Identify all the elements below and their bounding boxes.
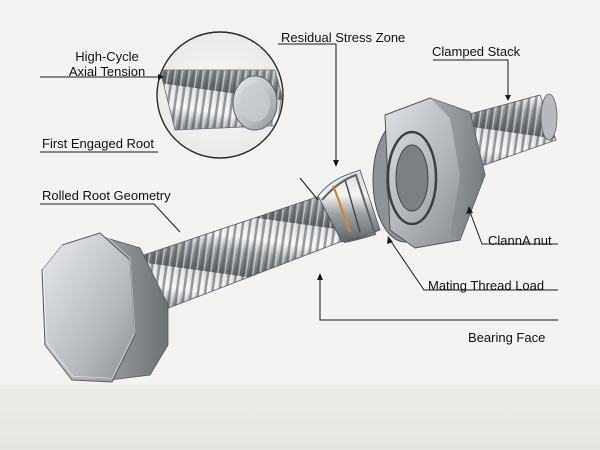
leader-stress-curve (299, 177, 319, 201)
label-rolled-root: Rolled Root Geometry (42, 188, 171, 203)
label-clamp-nut: ClannA nut (488, 233, 552, 248)
leader-rolled-root (40, 203, 181, 233)
clamp-nut (372, 97, 486, 249)
stress-zone-section (317, 169, 381, 243)
bolt-tail (454, 93, 558, 171)
bolt-shank (134, 195, 346, 313)
label-bearing-face: Bearing Face (468, 330, 546, 345)
leader-bearing-face (319, 280, 558, 321)
leader-clamp-nut (469, 211, 558, 245)
label-mating-thread: Mating Thread Load (428, 278, 545, 293)
label-clamped-stack: Clamped Stack (432, 44, 521, 59)
stress-highlight-band (332, 185, 352, 233)
bolt-hex-head (41, 231, 169, 383)
magnifier-inset (156, 31, 284, 159)
label-residual-stress: Residual Stress Zone (281, 30, 406, 45)
label-high-cycle-line2: Axial Tension (68, 64, 146, 79)
leader-clamped-stack (433, 59, 509, 95)
leader-mating-thread (389, 239, 558, 291)
floor-shadow (0, 385, 600, 450)
label-high-cycle-line1: High-Cycle (75, 49, 139, 64)
label-high-cycle: High-Cycle Axial Tension (52, 49, 162, 79)
leader-lines (40, 43, 558, 321)
leader-residual-stress (278, 43, 337, 160)
label-first-engaged-root: First Engaged Root (42, 136, 155, 151)
